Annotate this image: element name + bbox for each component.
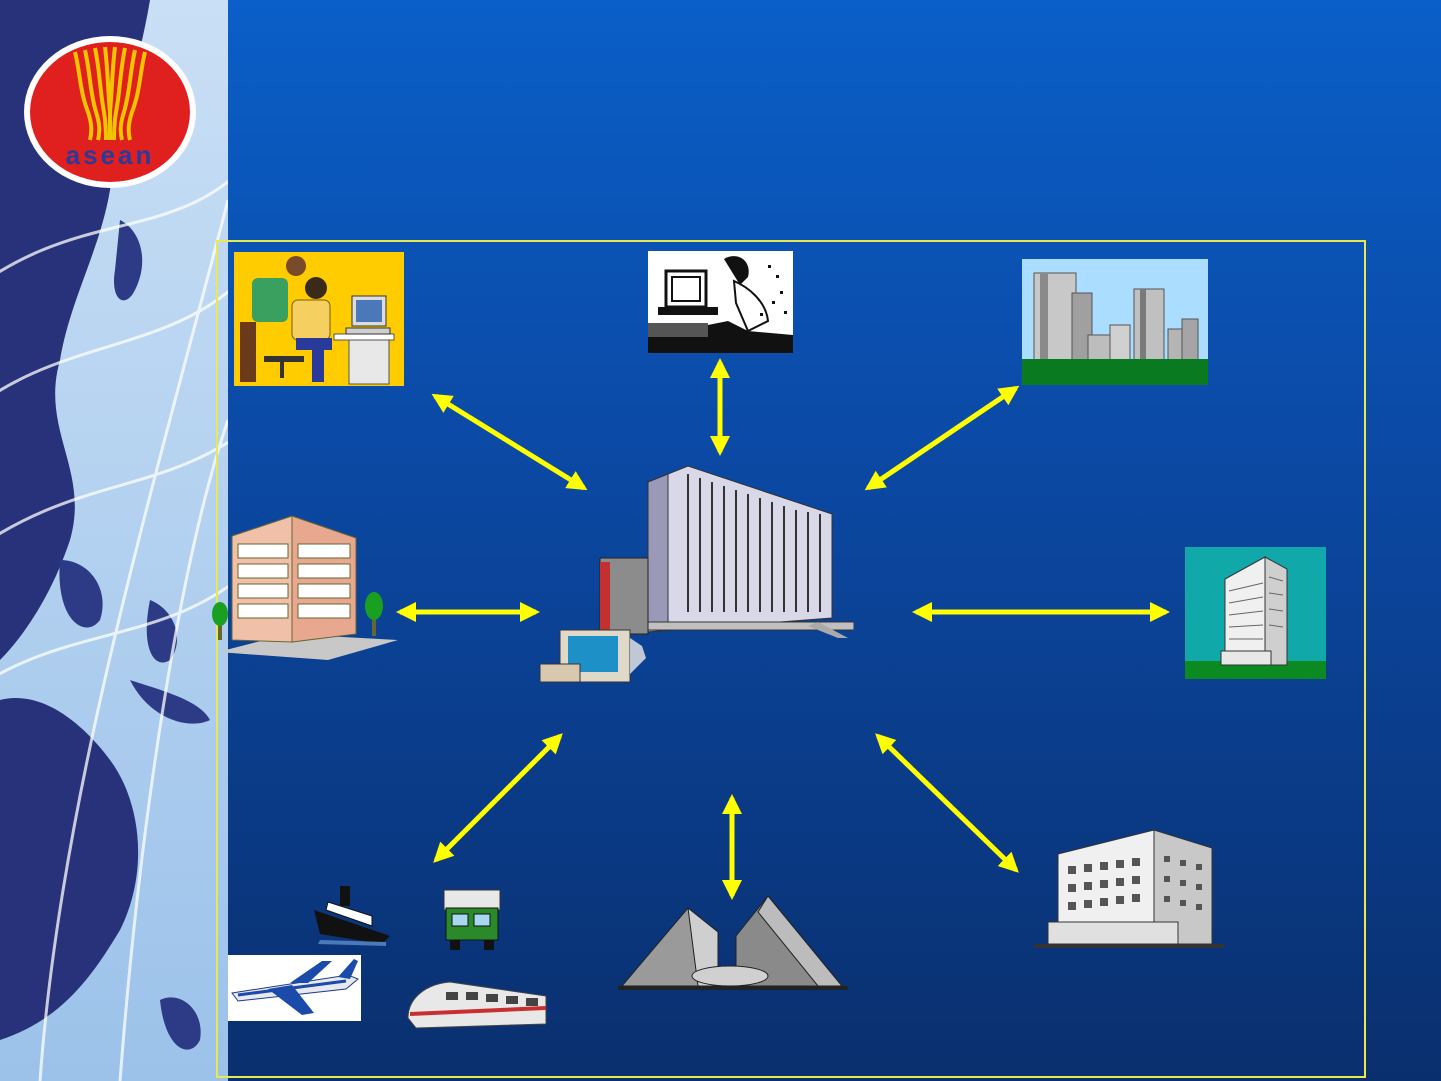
ship-icon xyxy=(312,880,392,946)
city-skyline-icon xyxy=(1022,259,1208,385)
government-complex-icon xyxy=(618,892,848,992)
hotel-building-icon xyxy=(1034,826,1224,952)
data-center-icon xyxy=(538,462,854,686)
office-workers-icon xyxy=(234,252,404,386)
arrow-city-skyline-hub xyxy=(868,388,1016,488)
arrow-hotel-building-hub xyxy=(878,736,1016,870)
tower-building-icon xyxy=(1185,547,1326,679)
truck-icon xyxy=(442,888,502,952)
train-icon xyxy=(406,978,550,1030)
office-building-icon xyxy=(208,514,398,660)
airplane-icon xyxy=(228,955,361,1021)
arrow-transport-hub xyxy=(436,736,560,860)
computer-user-icon xyxy=(648,251,793,353)
